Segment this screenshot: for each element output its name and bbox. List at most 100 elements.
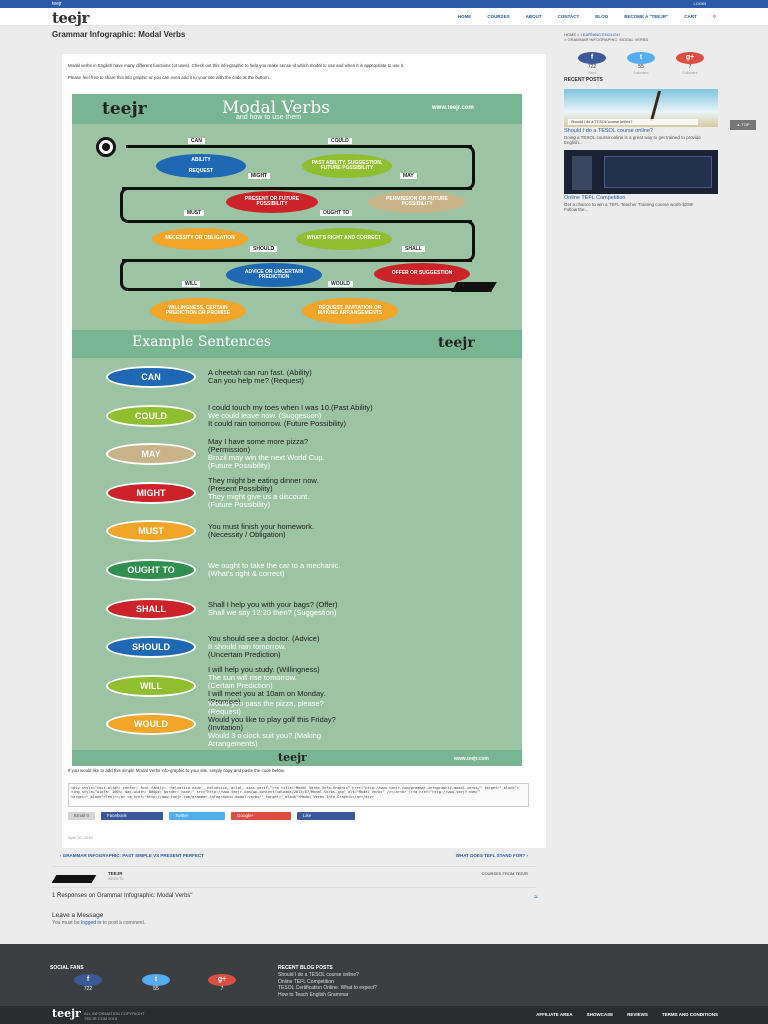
intro-paragraph: Modal verbs in English have many differe… — [68, 63, 405, 68]
flow-path — [126, 288, 456, 291]
breadcrumb-home[interactable]: HOME — [564, 32, 576, 37]
login-notice: You must be logged in to post a comment. — [52, 920, 146, 926]
footer-recent-item[interactable]: Online TEFL Competition — [278, 978, 334, 985]
search-icon[interactable]: ⚲ — [712, 14, 716, 19]
embed-code-box[interactable]: <div style="text-align: center; font-fam… — [68, 783, 529, 807]
nav-about[interactable]: ABOUT — [525, 14, 542, 19]
nav-home[interactable]: HOME — [457, 14, 472, 19]
intro-share-note: Please feel free to share this info grap… — [68, 75, 270, 80]
example-sentence: (Promise) — [208, 696, 241, 706]
responses-heading: 1 Responses on Grammar Infographic: Moda… — [52, 893, 193, 899]
top-strip-logo[interactable]: teejr — [52, 1, 62, 7]
site-logo[interactable]: teejr — [52, 9, 89, 27]
sidebar-twitter-count[interactable]: t 55 Followers — [625, 52, 657, 76]
infographic-subtitle: and how to use them — [236, 114, 301, 121]
author-name[interactable]: TEEJR — [108, 871, 123, 876]
example-modal-ought-to: OUGHT TO — [106, 559, 196, 581]
footer-twitter-count[interactable]: t 55 — [140, 974, 172, 992]
modal-label-shall: SHALL — [402, 246, 425, 252]
copyright-line-2: TEEJR.COM 2015 — [84, 1016, 118, 1021]
example-sentence: Arrangements) — [208, 739, 258, 749]
example-sentence: We could leave now. (Suggestion) — [208, 410, 322, 420]
twitter-icon: t — [142, 974, 170, 986]
use-whats-right: WHAT'S RIGHT AND CORRECT — [296, 228, 392, 250]
footer-google-count[interactable]: g+ 7 — [206, 974, 238, 992]
sidebar-facebook-count[interactable]: f 722 Fans — [576, 52, 608, 76]
nav-blog[interactable]: BLOG — [595, 14, 609, 19]
modal-label-ought-to: OUGHT TO — [320, 210, 353, 216]
footer-logo[interactable]: teejr — [52, 1007, 81, 1020]
recent-post-1-overlay: Should I do a TESOL course online? — [568, 119, 698, 125]
footer-facebook-count[interactable]: f 722 — [72, 974, 104, 992]
prev-post-link[interactable]: ‹ GRAMMAR INFOGRAPHIC: PAST SIMPLE VS PR… — [60, 853, 204, 858]
example-sentence: (Present Possiblity) — [208, 483, 273, 493]
footer-recent-item[interactable]: TESOL Certification Online: What to expe… — [278, 985, 377, 991]
flow-path — [467, 220, 475, 262]
footer-link-terms[interactable]: TERMS AND CONDITIONS — [661, 1012, 718, 1017]
breadcrumb: HOME > LEARNING ENGLISH > GRAMMAR INFOGR… — [564, 32, 649, 42]
next-post-link[interactable]: WHAT DOES TEFL STAND FOR? › — [455, 853, 528, 858]
use-permission: PERMISSION OR FUTURE POSSIBILITY — [368, 191, 466, 213]
flow-path — [120, 187, 128, 223]
example-sentence: May I have some more pizza? — [208, 437, 309, 447]
share-email-button[interactable]: Email 0 — [68, 812, 96, 820]
login-link[interactable]: LOGIN — [693, 1, 706, 6]
share-facebook-button[interactable]: Facebook — [101, 812, 164, 820]
example-sentence: Shall we say 12:20 then? (Suggestion) — [208, 607, 337, 617]
footer-link-reviews[interactable]: REVIEWS — [627, 1012, 648, 1017]
example-modal-will: WILL — [106, 674, 196, 697]
back-to-top-button[interactable]: ▲ TOP — [730, 120, 756, 130]
use-advice: ADVICE OR UNCERTAIN PREDICTION — [226, 263, 322, 287]
nav-cart[interactable]: CART — [684, 14, 697, 19]
sidebar-google-count[interactable]: g+ 7 Followers — [674, 52, 706, 76]
author-avatar — [51, 875, 97, 883]
share-buttons: Email 0 Facebook Twitter Google+ Like — [68, 812, 356, 820]
footer-link-showcase[interactable]: SHOWCASE — [586, 1012, 614, 1017]
examples-header — [72, 330, 522, 358]
example-modal-should: SHOULD — [106, 636, 196, 659]
share-like-button[interactable]: Like — [297, 812, 356, 820]
example-modal-might: MIGHT — [106, 481, 196, 504]
example-sentence: (Permission) — [208, 445, 251, 455]
example-modal-can: CAN — [106, 366, 196, 388]
author-box: TEEJR WEBSITE COURSES FROM TEEJR — [51, 866, 536, 888]
share-twitter-button[interactable]: Twitter — [169, 812, 226, 820]
flow-path — [126, 220, 472, 223]
recent-post-2-image[interactable] — [564, 150, 718, 194]
footer-links: AFFILIATE AREA SHOWCASE REVIEWS TERMS AN… — [536, 1012, 718, 1017]
page-title: Grammar Infographic: Modal Verbs — [52, 30, 186, 39]
footer-recent-item[interactable]: How to Teach English Grammar — [278, 991, 349, 998]
breadcrumb-current: GRAMMAR INFOGRAPHIC: MODAL VERBS — [567, 37, 649, 42]
nav-contact[interactable]: CONTACT — [557, 14, 580, 19]
recent-post-1-image[interactable]: Should I do a TESOL course online? — [564, 89, 718, 127]
palm-tree-image — [649, 91, 699, 121]
author-website[interactable]: WEBSITE — [108, 877, 124, 881]
rss-icon[interactable]: ≈ — [534, 894, 538, 901]
recent-post-2-title[interactable]: Online TEFL Competition — [564, 195, 626, 201]
person-image — [572, 156, 592, 190]
copyright-line-1: ALL INFORMATION COPYRIGHT — [84, 1011, 145, 1016]
author-courses-link[interactable]: COURSES FROM TEEJR — [481, 871, 528, 876]
use-ability-request: ABILITY REQUEST — [156, 154, 246, 178]
recent-post-2-excerpt: Get a chance to win a TEFL Teacher Train… — [564, 202, 694, 212]
infographic-footer-url: www.teejr.com — [454, 756, 489, 762]
nav-become-teejr[interactable]: BECOME A "TEEJR" — [624, 14, 669, 19]
breadcrumb-section[interactable]: LEARNING ENGLISH — [580, 32, 620, 37]
example-sentence: Brazil may win the next World Cup. — [208, 453, 325, 463]
footer-recent-item[interactable]: Should I do a TESOL course online? — [278, 972, 359, 978]
facebook-icon: f — [578, 52, 606, 64]
use-request: REQUEST, INVITATION OR MAKING ARRANGEMEN… — [302, 298, 398, 324]
infographic-url: www.teejr.com — [432, 105, 474, 111]
recent-post-1-title[interactable]: Should I do a TESOL course online? — [564, 128, 653, 134]
example-sentence: You should see a doctor. (Advice) — [208, 634, 320, 644]
footer-link-affiliate[interactable]: AFFILIATE AREA — [536, 1012, 573, 1017]
logged-in-link[interactable]: logged in — [81, 920, 102, 926]
example-sentence: (Uncertain Prediction) — [208, 650, 281, 660]
modal-label-can: CAN — [188, 138, 205, 144]
modal-verbs-infographic[interactable]: teejr Modal Verbs and how to use them ww… — [72, 94, 522, 766]
use-offer: OFFER OR SUGGESTION — [374, 263, 470, 285]
example-modal-could: COULD — [106, 404, 196, 427]
nav-courses[interactable]: COURSES — [487, 14, 510, 19]
share-google-button[interactable]: Google+ — [231, 812, 292, 820]
example-sentence: It should rain tomorrow. — [208, 642, 286, 652]
